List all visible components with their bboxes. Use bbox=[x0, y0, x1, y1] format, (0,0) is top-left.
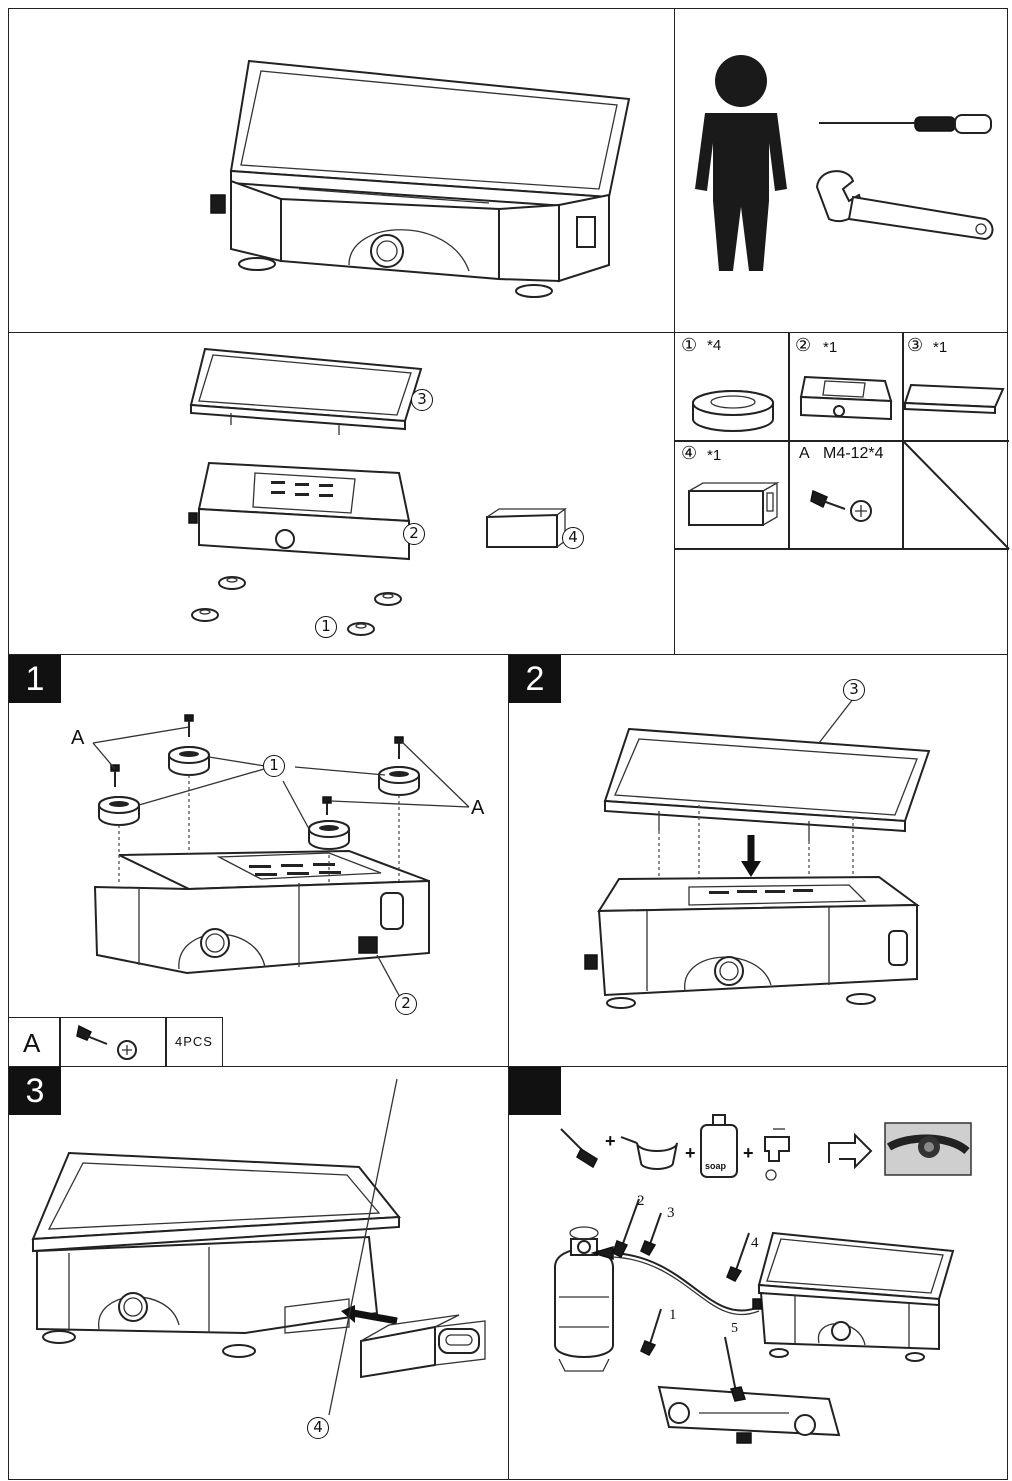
hardware-a-spec: M4-12*4 bbox=[823, 445, 884, 462]
plus-sign-2: + bbox=[685, 1143, 696, 1163]
leak-test-supplies-illustration bbox=[560, 1114, 972, 1181]
step-1-callout-part-1: 1 bbox=[263, 755, 285, 777]
step-2-callout-part-3: 3 bbox=[843, 679, 865, 701]
gas-connection-illustration bbox=[554, 1198, 955, 1444]
connection-point-1: 1 bbox=[669, 1307, 677, 1323]
panel-step-1: 1 bbox=[8, 654, 510, 1068]
connection-point-5: 5 bbox=[731, 1321, 738, 1336]
table-divider bbox=[165, 1018, 167, 1068]
panel-step-4-leak-test: + + + soap bbox=[508, 1066, 1008, 1480]
step-1-screw-label-left: A bbox=[71, 727, 85, 749]
callout-part-3: 3 bbox=[411, 389, 433, 411]
connection-point-2: 2 bbox=[637, 1193, 645, 1209]
burner-base-part-icon bbox=[799, 375, 893, 421]
part-3-qty: *1 bbox=[933, 339, 948, 356]
part-4-qty: *1 bbox=[707, 447, 722, 464]
step-3-badge: 3 bbox=[9, 1067, 61, 1115]
foot-part-icon bbox=[692, 390, 774, 432]
parts-grid-lines bbox=[675, 333, 1010, 550]
connection-point-3: 3 bbox=[667, 1205, 675, 1221]
panel-step-3: 3 4 bbox=[8, 1066, 510, 1480]
hardware-a-letter: A bbox=[799, 445, 810, 462]
step-1-screw-label-right: A bbox=[471, 797, 485, 819]
step-3-drawer-install-illustration bbox=[31, 1078, 486, 1416]
step-1-hardware-letter: A bbox=[23, 1028, 41, 1058]
screwdriver-icon bbox=[819, 114, 992, 134]
adjustable-wrench-icon bbox=[815, 170, 994, 241]
grease-drawer-part-icon bbox=[688, 481, 780, 526]
plus-sign-1: + bbox=[605, 1131, 616, 1151]
exploded-view-illustration bbox=[188, 347, 567, 636]
soap-bottle-label: soap bbox=[705, 1161, 727, 1171]
part-3-number: ③ bbox=[907, 335, 924, 356]
step-3-callout-part-4: 4 bbox=[307, 1417, 329, 1439]
griddle-plate-part-icon bbox=[903, 383, 1005, 415]
part-2-qty: *1 bbox=[823, 339, 838, 356]
part-2-number: ② bbox=[795, 335, 812, 356]
step-1-feet-attach-illustration bbox=[92, 714, 470, 1000]
step-4-badge bbox=[509, 1067, 561, 1115]
step-1-badge: 1 bbox=[9, 655, 61, 703]
step-2-plate-install-illustration bbox=[584, 698, 931, 1009]
connection-point-4: 4 bbox=[751, 1235, 759, 1251]
panel-parts-list: ① *4 ② *1 ③ *1 ④ *1 bbox=[674, 332, 1010, 656]
callout-part-1: 1 bbox=[315, 616, 337, 638]
plus-sign-3: + bbox=[743, 1143, 754, 1163]
screw-washer-icon bbox=[810, 489, 872, 522]
callout-part-2: 2 bbox=[403, 523, 425, 545]
step-1-screw-icon bbox=[76, 1024, 137, 1060]
callout-part-4: 4 bbox=[562, 527, 584, 549]
step-1-callout-part-2: 2 bbox=[395, 993, 417, 1015]
table-divider bbox=[59, 1018, 61, 1068]
step-1-hardware-table: A 4PCS bbox=[9, 1017, 223, 1068]
step-2-badge: 2 bbox=[509, 655, 561, 703]
panel-exploded-parts: 3 2 4 1 bbox=[8, 332, 676, 656]
griddle-product-illustration bbox=[210, 59, 631, 298]
panel-product-overview bbox=[8, 8, 676, 334]
part-1-number: ① bbox=[681, 335, 698, 356]
panel-step-2: 2 3 bbox=[508, 654, 1008, 1068]
part-4-number: ④ bbox=[681, 443, 698, 464]
part-1-qty: *4 bbox=[707, 337, 722, 354]
person-silhouette-icon bbox=[695, 55, 787, 271]
step-1-hardware-qty: 4PCS bbox=[175, 1034, 213, 1049]
panel-required-tools bbox=[674, 8, 1008, 334]
